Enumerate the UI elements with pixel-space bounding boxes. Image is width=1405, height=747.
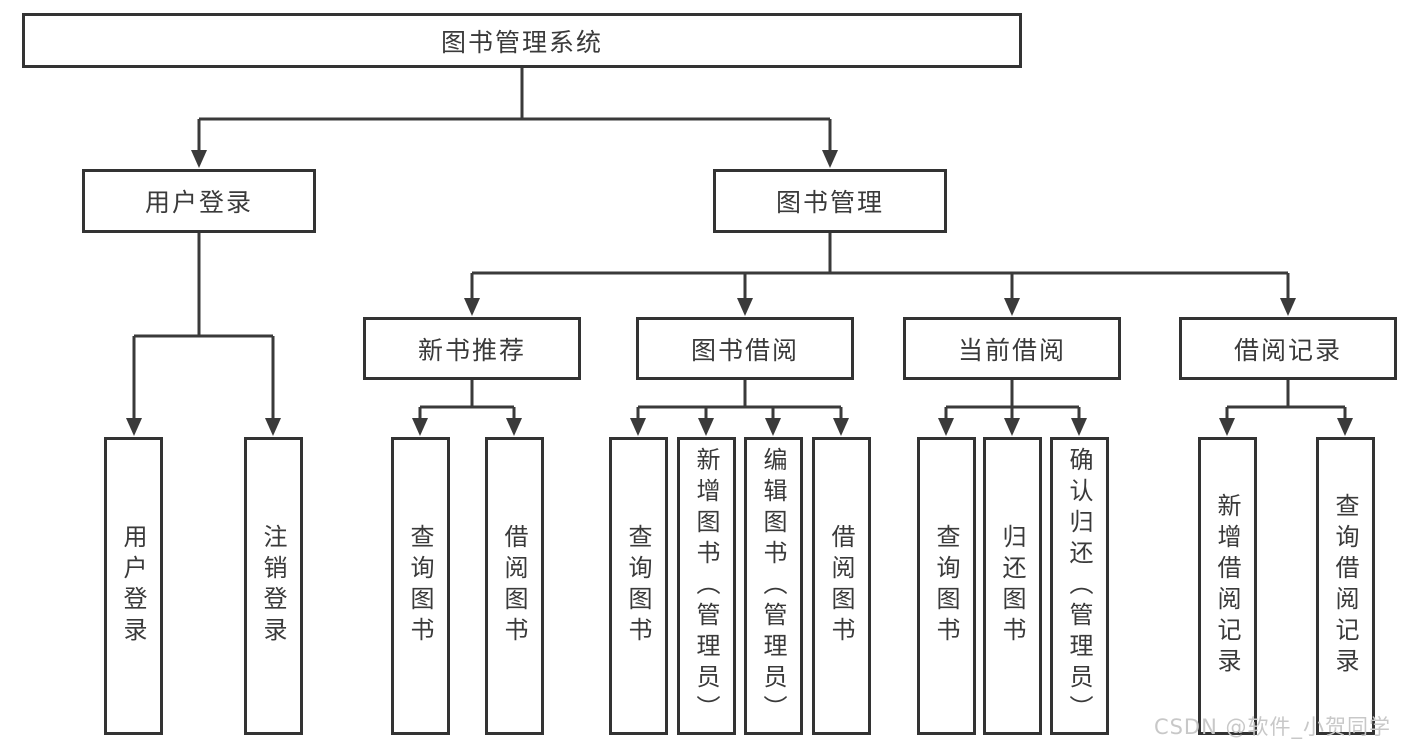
leaf-confirm-return-admin: 确认归还（管理员）: [1050, 437, 1109, 735]
leaf-borrow-books-label: 借阅图书: [827, 524, 855, 648]
leaf-query-books-current-label: 查询图书: [932, 524, 960, 648]
leaf-borrow-books-recommend: 借阅图书: [485, 437, 544, 735]
node-book-management: 图书管理: [713, 169, 947, 233]
wire-book-management-children: [464, 233, 1296, 316]
node-root-label: 图书管理系统: [440, 27, 603, 57]
leaf-query-books-current: 查询图书: [917, 437, 976, 735]
node-root: 图书管理系统: [22, 13, 1022, 68]
leaf-return-books-label: 归还图书: [998, 524, 1026, 648]
node-user-login-label: 用户登录: [144, 188, 253, 217]
node-current-borrow: 当前借阅: [903, 317, 1121, 380]
leaf-edit-books-admin: 编辑图书（管理员）: [744, 437, 803, 735]
wire-book-borrow-children: [630, 380, 849, 436]
node-book-management-label: 图书管理: [775, 188, 884, 217]
leaf-query-books-recommend-label: 查询图书: [406, 524, 434, 648]
node-new-book-recommend: 新书推荐: [363, 317, 581, 380]
csdn-watermark: CSDN @软件_小贺同学: [1153, 715, 1391, 739]
wire-root-to-level2: [191, 68, 838, 168]
node-book-borrow-label: 图书借阅: [690, 335, 799, 365]
leaf-query-books-recommend: 查询图书: [391, 437, 450, 735]
leaf-add-books-admin-label: 新增图书（管理员）: [692, 446, 720, 726]
wire-new-book-recommend-children: [412, 380, 522, 436]
leaf-query-books-borrow: 查询图书: [609, 437, 668, 735]
node-user-login: 用户登录: [82, 169, 316, 233]
node-borrow-records-label: 借阅记录: [1233, 335, 1342, 365]
leaf-query-borrow-record-label: 查询借阅记录: [1331, 493, 1359, 679]
node-borrow-records: 借阅记录: [1179, 317, 1397, 380]
wire-current-borrow-children: [938, 380, 1087, 436]
leaf-query-borrow-record: 查询借阅记录: [1316, 437, 1375, 735]
leaf-borrow-books-recommend-label: 借阅图书: [500, 524, 528, 648]
node-new-book-recommend-label: 新书推荐: [417, 335, 526, 365]
leaf-logout: 注销登录: [244, 437, 303, 735]
leaf-add-books-admin: 新增图书（管理员）: [677, 437, 736, 735]
wire-borrow-records-children: [1219, 380, 1353, 436]
leaf-logout-label: 注销登录: [259, 524, 287, 648]
node-current-borrow-label: 当前借阅: [957, 335, 1066, 365]
wire-user-login-children: [126, 233, 281, 436]
leaf-user-login: 用户登录: [104, 437, 163, 735]
leaf-return-books: 归还图书: [983, 437, 1042, 735]
node-book-borrow: 图书借阅: [636, 317, 854, 380]
leaf-query-books-borrow-label: 查询图书: [624, 524, 652, 648]
leaf-user-login-label: 用户登录: [119, 524, 147, 648]
leaf-borrow-books: 借阅图书: [812, 437, 871, 735]
leaf-confirm-return-admin-label: 确认归还（管理员）: [1065, 446, 1093, 726]
leaf-add-borrow-record-label: 新增借阅记录: [1213, 493, 1241, 679]
leaf-edit-books-admin-label: 编辑图书（管理员）: [759, 446, 787, 726]
leaf-add-borrow-record: 新增借阅记录: [1198, 437, 1257, 735]
